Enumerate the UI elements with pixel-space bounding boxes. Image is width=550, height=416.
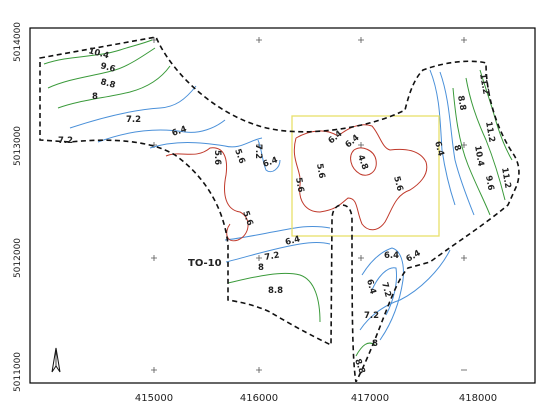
contour-lines-blue <box>69 69 475 341</box>
contour-label: 7.2 <box>253 144 263 159</box>
contour-label: 6.4 <box>432 140 446 157</box>
y-tick-label: 5012000 <box>13 238 23 278</box>
contour-label: 6.4 <box>384 251 399 261</box>
x-tick-label: 416000 <box>240 393 278 404</box>
contour-label: 8 <box>372 339 378 349</box>
contour-label: 10.4 <box>472 145 486 167</box>
contour-label: 4.8 <box>355 154 370 172</box>
y-tick-label: 5013000 <box>13 126 23 166</box>
contour-label: 8 <box>451 144 462 153</box>
contour-label: 8.8 <box>268 286 283 296</box>
contour-label: 8.8 <box>455 95 467 112</box>
x-axis-labels: 415000 416000 417000 418000 <box>135 393 497 404</box>
x-tick-label: 418000 <box>459 393 497 404</box>
contour-label: 11.2 <box>483 121 497 143</box>
contour-label: 5.6 <box>240 210 255 228</box>
x-tick-label: 417000 <box>351 393 389 404</box>
contour-label: 7.2 <box>126 115 141 125</box>
north-arrow-icon <box>51 347 61 373</box>
contour-label: 8 <box>258 263 264 273</box>
contour-label: 8.8 <box>352 358 367 376</box>
y-tick-label: 5011000 <box>13 352 23 392</box>
contour-label: 5.6 <box>314 163 326 180</box>
contour-label: 6.4 <box>262 155 280 170</box>
contour-label: 5.6 <box>232 148 247 166</box>
contour-label: 6.4 <box>171 124 189 139</box>
survey-boundary <box>39 36 520 382</box>
contour-label: 8.8 <box>99 77 116 91</box>
y-tick-label: 5014000 <box>13 22 23 62</box>
contour-lines-red <box>165 124 428 242</box>
study-area-box <box>291 115 440 237</box>
contour-label: 6.4 <box>364 278 378 295</box>
contour-label: 11.2 <box>477 73 491 95</box>
contour-label: 5.6 <box>293 177 305 194</box>
contour-label: 9.6 <box>483 175 495 192</box>
contour-label: 11.2 <box>499 167 513 189</box>
contour-label: 7.2 <box>58 136 73 146</box>
contour-label: 5.6 <box>212 150 222 165</box>
y-axis-labels: 5014000 5013000 5012000 5011000 <box>13 22 23 392</box>
contour-label: 7.2 <box>364 311 379 321</box>
contour-label: 5.6 <box>391 175 405 192</box>
contour-label: 8 <box>92 92 98 102</box>
contour-label: 9.6 <box>99 61 116 75</box>
well-label: TO-10 <box>188 258 222 269</box>
contour-label: 6.4 <box>284 234 301 248</box>
contour-label: 7.2 <box>379 281 393 298</box>
contour-label: 7.2 <box>264 250 281 262</box>
x-tick-label: 415000 <box>135 393 173 404</box>
map-border <box>29 27 536 384</box>
